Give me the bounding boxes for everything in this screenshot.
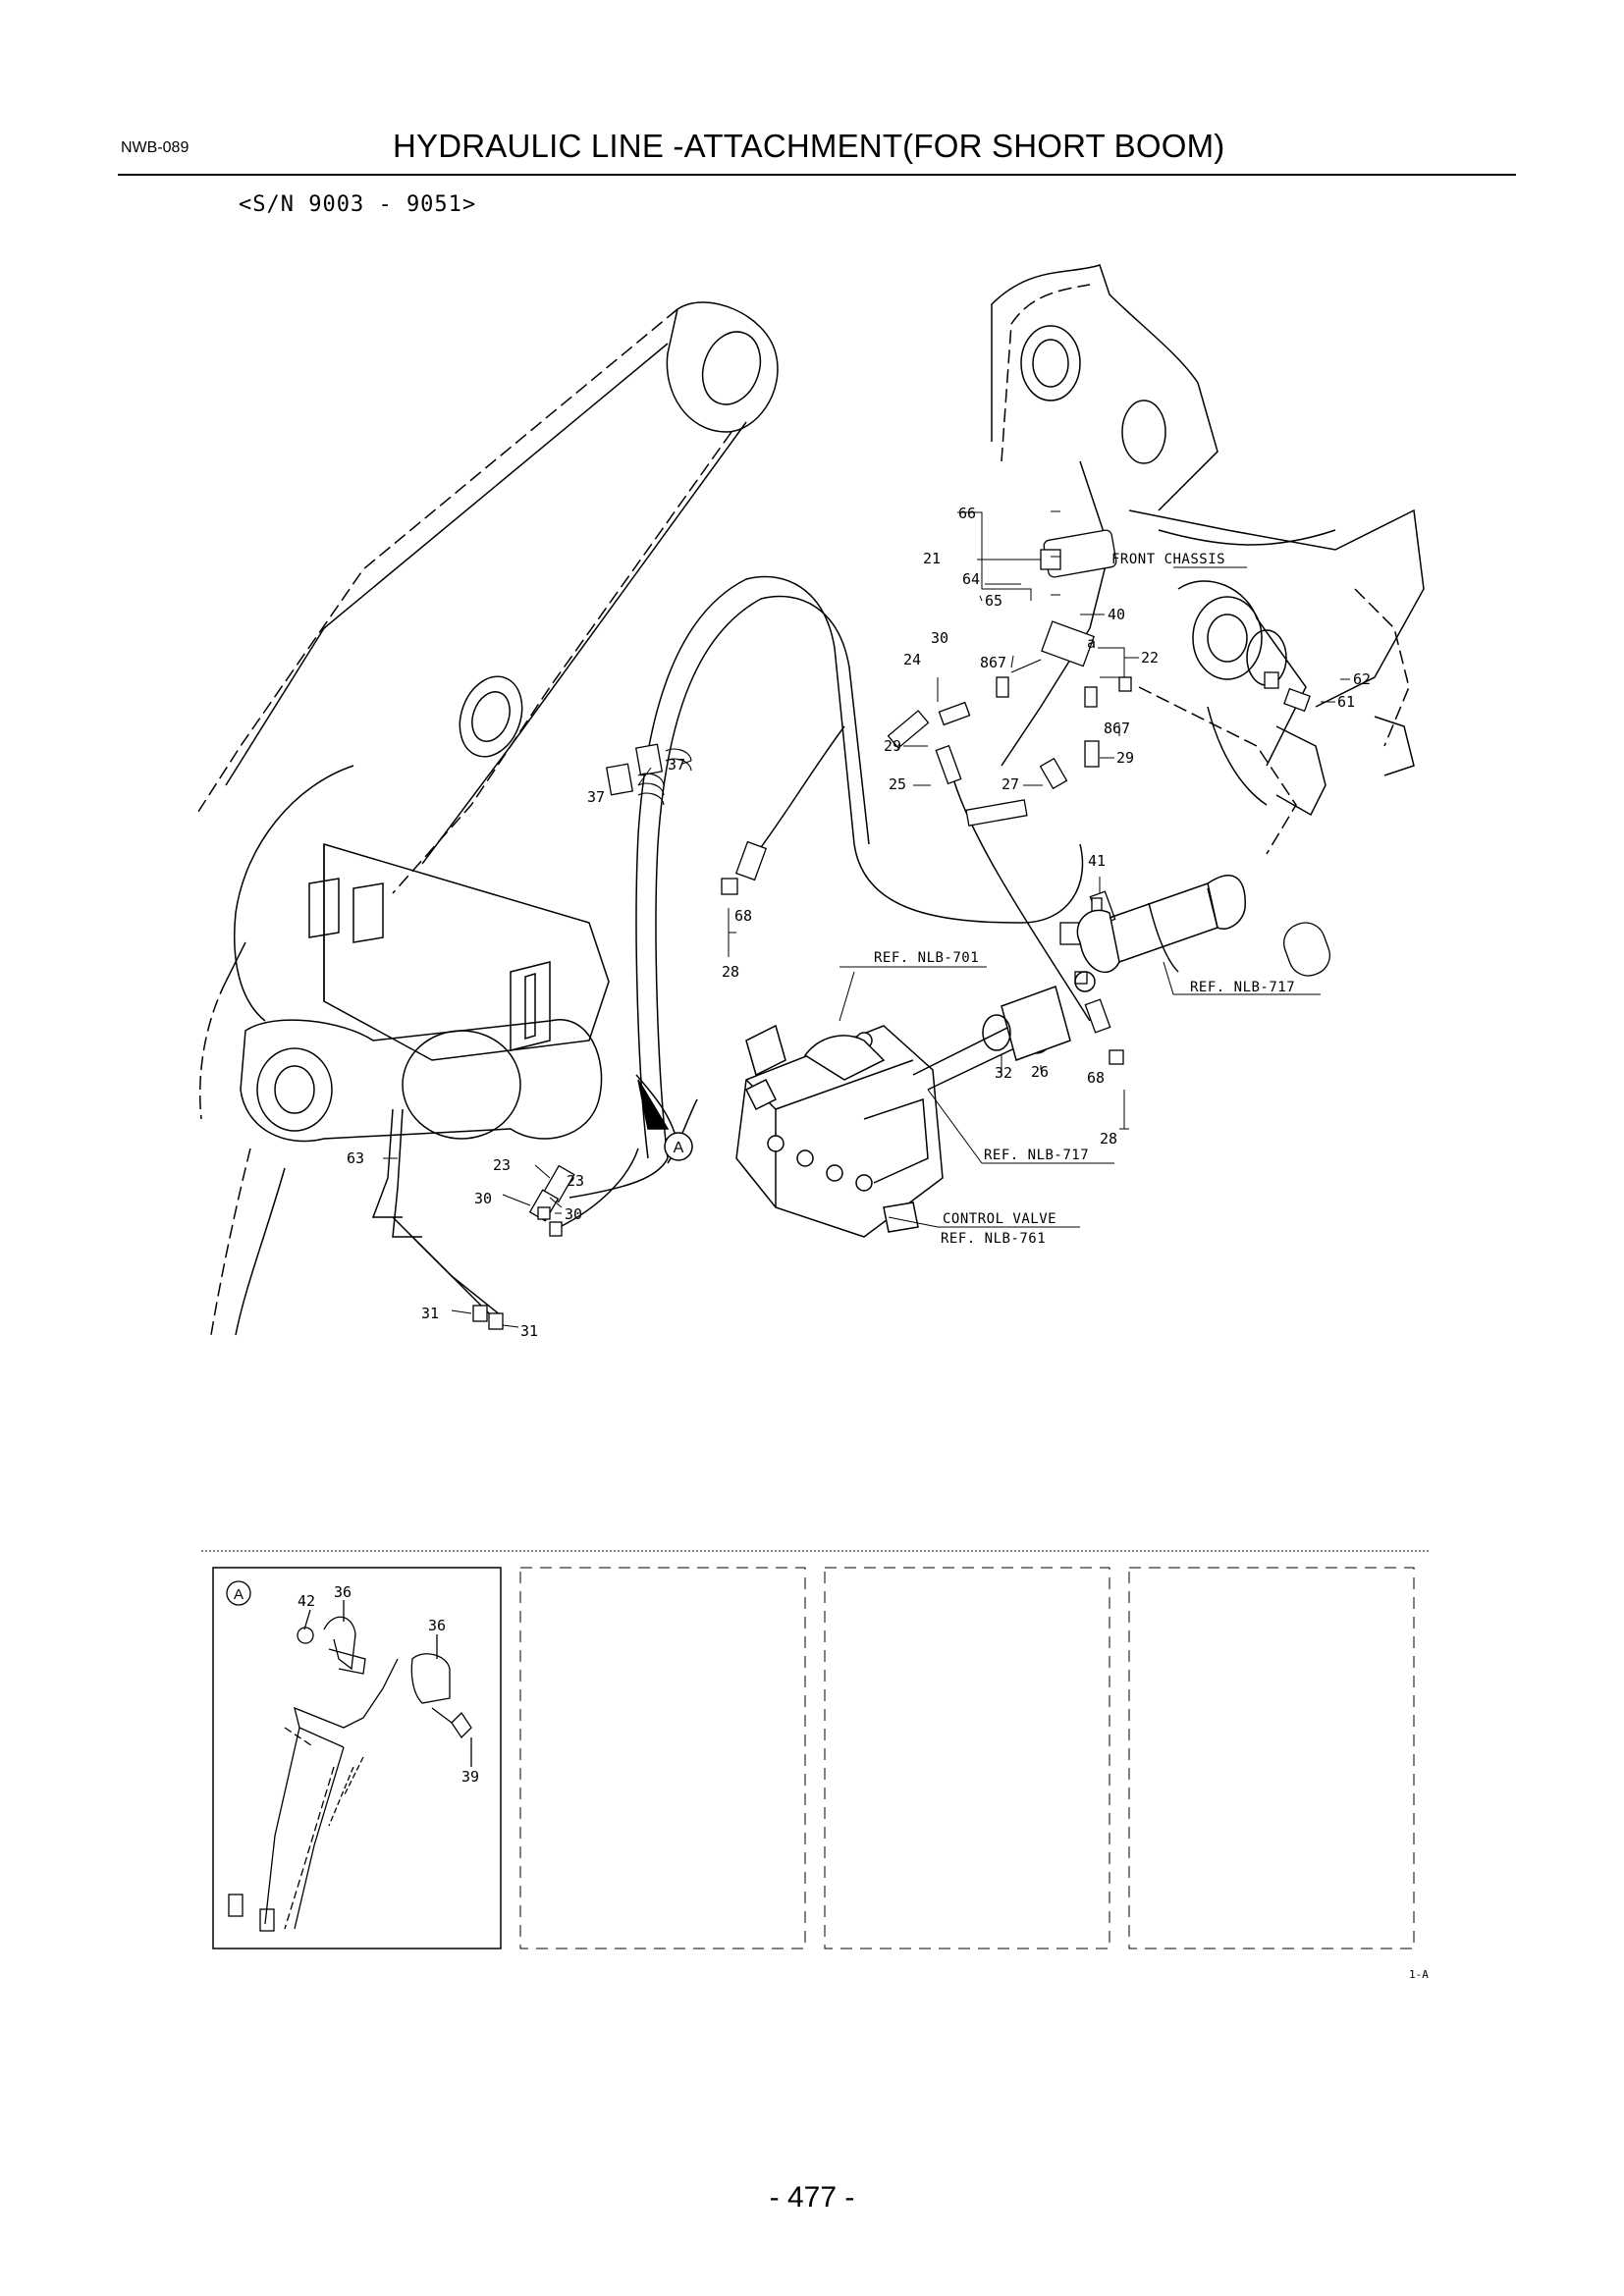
panel-id: 1-A — [1409, 1968, 1429, 1981]
callout-29-right: 29 — [1116, 749, 1134, 767]
page-number: - 477 - — [769, 2181, 855, 2214]
leader-lines — [383, 510, 1350, 1328]
detail-panel-a: A 42 36 36 39 — [212, 1567, 502, 1949]
callout-867-bottom: 867 — [1104, 720, 1130, 737]
callout-21: 21 — [923, 550, 941, 567]
hydraulic-hoses — [371, 575, 1091, 1316]
front-chassis-label: FRONT CHASSIS — [1111, 552, 1225, 567]
callout-61: 61 — [1337, 693, 1355, 711]
callout-27: 27 — [1001, 775, 1019, 793]
ref-nlb-761-label: REF. NLB-761 — [941, 1231, 1046, 1247]
callout-a: a — [1087, 634, 1096, 652]
header-divider — [118, 174, 1516, 176]
detail-callout-39: 39 — [461, 1768, 479, 1786]
detail-callout-36-right: 36 — [428, 1617, 446, 1634]
front-chassis-drawing — [991, 264, 1425, 855]
callout-37-right: 37 — [668, 756, 685, 774]
ref-nlb-717-upper-label: REF. NLB-717 — [1190, 980, 1295, 995]
callout-867-top: 867 — [980, 654, 1006, 671]
document-code: NWB-089 — [121, 139, 189, 156]
detail-panel-marker: A — [234, 1586, 244, 1603]
callout-31-right: 31 — [520, 1322, 538, 1340]
callout-26: 26 — [1031, 1063, 1049, 1081]
callout-28-bottom: 28 — [1100, 1130, 1117, 1148]
empty-panels — [519, 1567, 1415, 1949]
callout-66: 66 — [958, 505, 976, 522]
callout-62: 62 — [1353, 670, 1371, 688]
callout-23-left: 23 — [493, 1156, 511, 1174]
empty-panel-2 — [824, 1567, 1110, 1949]
callout-41: 41 — [1088, 852, 1106, 870]
callout-25: 25 — [889, 775, 906, 793]
control-valve-drawing — [735, 1024, 944, 1238]
serial-range: <S/N 9003 - 9051> — [239, 192, 477, 217]
ref-nlb-717-lower-label: REF. NLB-717 — [984, 1148, 1089, 1163]
callout-63: 63 — [347, 1149, 364, 1167]
callout-numbers: 66 21 64 65 40 30 24 867 a 22 867 29 29 … — [347, 505, 1371, 1340]
callout-22: 22 — [1141, 649, 1159, 667]
callout-40: 40 — [1108, 606, 1125, 623]
return-pipe-drawing — [912, 875, 1246, 1091]
callout-30-top: 30 — [931, 629, 948, 647]
reference-labels: FRONT CHASSIS REF. NLB-701 REF. NLB-717 … — [874, 552, 1295, 1247]
callout-24: 24 — [903, 651, 921, 668]
detail-callout-36-top: 36 — [334, 1583, 352, 1601]
empty-panel-3 — [1128, 1567, 1415, 1949]
ref-nlb-701-label: REF. NLB-701 — [874, 950, 979, 966]
callout-29-left: 29 — [884, 737, 901, 755]
page-title: HYDRAULIC LINE -ATTACHMENT(FOR SHORT BOO… — [393, 128, 1225, 164]
callout-32: 32 — [995, 1064, 1012, 1082]
detail-callout-42: 42 — [298, 1592, 315, 1610]
callout-64: 64 — [962, 570, 980, 588]
callout-30-right: 30 — [565, 1205, 582, 1223]
callout-30-left: 30 — [474, 1190, 492, 1207]
callout-68-bottom: 68 — [1087, 1069, 1105, 1087]
detail-a-marker: A — [674, 1140, 684, 1156]
callout-65: 65 — [985, 592, 1002, 610]
callout-37-left: 37 — [587, 788, 605, 806]
boom-drawing — [195, 301, 779, 1336]
callout-68-top: 68 — [734, 907, 752, 925]
control-valve-label: CONTROL VALVE — [943, 1211, 1056, 1227]
hose-fittings — [472, 529, 1330, 1330]
callout-23-right: 23 — [567, 1172, 584, 1190]
callout-28-top: 28 — [722, 963, 739, 981]
empty-panel-1 — [519, 1567, 806, 1949]
callout-31-left: 31 — [421, 1305, 439, 1322]
detail-a-arrow — [635, 1074, 698, 1164]
clamp-37 — [637, 748, 692, 806]
